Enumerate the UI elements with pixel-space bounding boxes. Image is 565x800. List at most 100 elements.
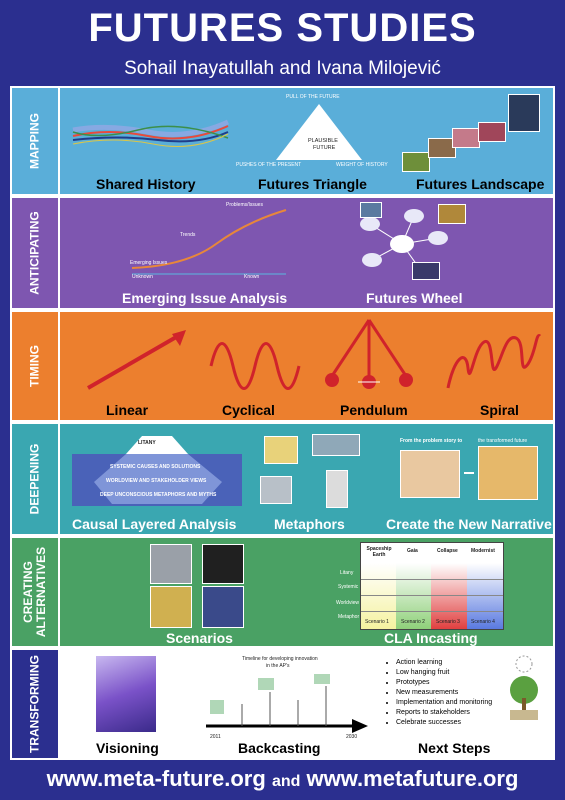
next-step-item: Action learning: [396, 658, 492, 668]
cla-row-1: Litany: [340, 570, 354, 576]
metaphor-image-4: [326, 470, 348, 508]
landscape-photo-4: [478, 122, 506, 142]
timeline-title-1: Timeline for developing innovation: [242, 656, 318, 662]
landscape-photo-2: [428, 138, 456, 158]
side-label-mapping: MAPPING: [27, 112, 42, 170]
side-timing: TIMING: [12, 312, 60, 420]
curve-problem-label: Problems/Issues: [226, 202, 263, 208]
wheel-photo-2: [438, 204, 466, 224]
wheel-photo-1: [360, 202, 382, 218]
backcasting-timeline: [206, 674, 368, 733]
curve-trends-label: Trends: [180, 232, 196, 238]
label-emerging-issue-analysis: Emerging Issue Analysis: [122, 290, 288, 306]
cla-scenario-2: Scenario 2: [401, 619, 425, 625]
label-scenarios: Scenarios: [166, 630, 233, 646]
side-transforming: TRANSFORMING: [12, 650, 60, 758]
cla-col-4: Modernist: [471, 548, 495, 554]
cla-col-1: Spaceship Earth: [366, 546, 392, 558]
timeline-title-2: in the AP's: [266, 663, 290, 669]
cla-row-3: Worldview: [336, 600, 359, 606]
label-cla-incasting: CLA Incasting: [384, 630, 478, 646]
triangle-top-label: PULL OF THE FUTURE: [286, 94, 340, 100]
label-pendulum: Pendulum: [340, 402, 408, 418]
row-timing: TIMING Linear Cyclical Pendulum Spiral: [10, 310, 555, 422]
scenario-image-2: [202, 544, 244, 584]
next-step-item: Celebrate successes: [396, 718, 492, 728]
shared-history-graphic: [72, 119, 230, 147]
linear-graphic: [86, 330, 186, 390]
iceberg-graphic: [72, 436, 242, 506]
visioning-image: [96, 656, 156, 732]
label-futures-landscape: Futures Landscape: [416, 176, 545, 192]
label-causal-layered-analysis: Causal Layered Analysis: [72, 516, 237, 532]
scenario-image-3: [150, 586, 192, 628]
narrative-arrow: [464, 472, 474, 474]
tree-icon: [510, 655, 538, 720]
label-futures-triangle: Futures Triangle: [258, 176, 367, 192]
narrative-photo-problem: [400, 450, 460, 498]
cla-incasting-table: Spaceship Earth Gaia Collapse Modernist …: [360, 542, 504, 630]
narrative-to-label: the transformed future: [478, 438, 528, 444]
panel-mapping: PULL OF THE FUTURE PLAUSIBLE FUTURE PUSH…: [60, 88, 553, 194]
authors: Sohail Inayatullah and Ivana Milojević: [124, 58, 441, 79]
next-step-item: Reports to stakeholders: [396, 708, 492, 718]
cla-scenario-4: Scenario 4: [471, 619, 495, 625]
cla-col-3: Collapse: [437, 548, 458, 554]
cla-row-4: Metaphor: [338, 614, 360, 620]
emerging-issue-curve: [131, 209, 287, 275]
label-linear: Linear: [106, 402, 149, 418]
landscape-photo-5: [508, 94, 540, 132]
next-step-item: Low hanging fruit: [396, 668, 492, 678]
pendulum-graphic: [325, 319, 413, 389]
cla-row-2: Systemic: [338, 584, 359, 590]
row-anticipating: ANTICIPATING Problems/Issues Trends Emer…: [10, 196, 555, 310]
landscape-photo-3: [452, 128, 480, 148]
iceberg-litany: LITANY: [138, 440, 156, 446]
footer-and: and: [271, 773, 301, 790]
row-deepening: DEEPENING LITANY SYSTEMIC CAUSES AND SOL…: [10, 422, 555, 536]
narrative-from-label: From the problem story to: [400, 438, 463, 444]
next-step-item: New measurements: [396, 688, 492, 698]
label-metaphors: Metaphors: [274, 516, 345, 532]
label-backcasting: Backcasting: [238, 740, 321, 756]
next-step-item: Prototypes: [396, 678, 492, 688]
row-mapping: MAPPING PULL OF THE FUTURE PLAUSIBLE FUT…: [10, 86, 555, 196]
footer-link-meta-future[interactable]: www.meta-future.org: [46, 766, 266, 791]
curve-emerging-label: Emerging Issues: [130, 260, 168, 266]
metaphor-image-2: [312, 434, 360, 456]
side-label-anticipating: ANTICIPATING: [27, 211, 42, 295]
narrative-photo-future: [478, 446, 538, 500]
page-title: FUTURES STUDIES: [88, 6, 477, 50]
timeline-start: 2011: [210, 734, 221, 740]
panel-creating-alternatives: Spaceship Earth Gaia Collapse Modernist …: [60, 538, 553, 646]
spiral-graphic: [446, 334, 542, 389]
iceberg-myth: DEEP UNCONSCIOUS METAPHORS AND MYTHS: [100, 492, 217, 498]
panel-anticipating: Problems/Issues Trends Emerging Issues U…: [60, 198, 553, 308]
next-step-item: Implementation and monitoring: [396, 698, 492, 708]
landscape-photo-1: [402, 152, 430, 172]
label-next-steps: Next Steps: [418, 740, 491, 756]
row-transforming: TRANSFORMING Timeline for developing inn…: [10, 648, 555, 760]
label-shared-history: Shared History: [96, 176, 196, 192]
side-deepening: DEEPENING: [12, 424, 60, 534]
label-futures-wheel: Futures Wheel: [366, 290, 463, 306]
footer-link-metafuture[interactable]: www.metafuture.org: [306, 766, 519, 791]
panel-timing: Linear Cyclical Pendulum Spiral: [60, 312, 553, 420]
side-label-deepening: DEEPENING: [27, 443, 42, 515]
metaphor-image-1: [264, 436, 298, 464]
triangle-center-1: PLAUSIBLE: [308, 138, 338, 144]
scenario-image-4: [202, 586, 244, 628]
iceberg-systemic: SYSTEMIC CAUSES AND SOLUTIONS: [110, 464, 201, 470]
side-label-timing: TIMING: [27, 345, 42, 387]
cyclical-graphic: [209, 342, 301, 390]
curve-known-label: Known: [244, 274, 260, 280]
triangle-right-label: WEIGHT OF HISTORY: [336, 162, 388, 168]
side-mapping: MAPPING: [12, 88, 60, 194]
timeline-end: 2030: [346, 734, 358, 740]
metaphor-image-3: [260, 476, 292, 504]
side-label-transforming: TRANSFORMING: [27, 655, 42, 753]
cla-scenario-1: Scenario 1: [365, 619, 389, 625]
